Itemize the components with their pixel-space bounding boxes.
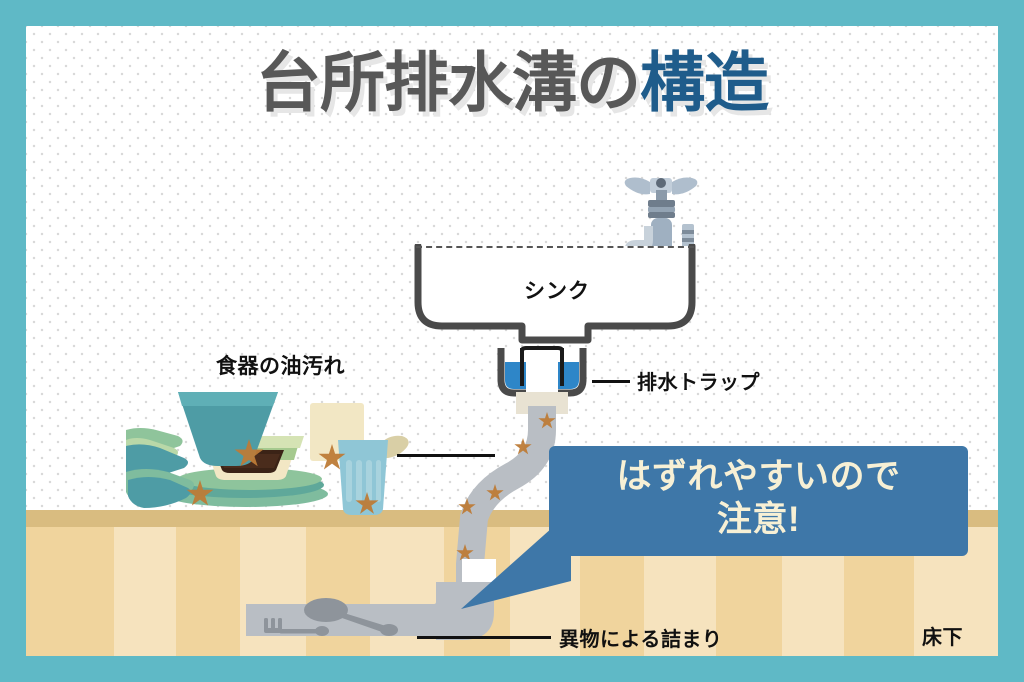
drain-trap xyxy=(496,346,588,398)
page-title: 台所排水溝の構造 xyxy=(26,46,998,119)
floor-plank xyxy=(26,527,114,656)
sink-label: シンク xyxy=(524,280,590,303)
fork-icon xyxy=(264,618,329,636)
floor-plank xyxy=(114,527,176,656)
sink-rim-line xyxy=(416,246,694,248)
page-title-accent: 構造 xyxy=(640,46,769,119)
warning-callout: はずれやすいので 注意! xyxy=(549,446,968,556)
underfloor-drain xyxy=(246,582,506,644)
dishes-label: 食器の油汚れ xyxy=(216,355,345,378)
debris-label: 異物による詰まり xyxy=(559,629,723,651)
dishes-leader-line xyxy=(397,454,495,457)
debris-leader-line xyxy=(417,636,551,639)
floor-plank xyxy=(176,527,240,656)
callout-line-1: はずれやすいので xyxy=(616,457,901,496)
spoon-icon xyxy=(304,598,398,636)
callout-tail xyxy=(461,511,571,609)
page-title-main: 台所排水溝の xyxy=(255,46,641,119)
sink-basin xyxy=(412,244,698,348)
callout-text: はずれやすいので 注意! xyxy=(549,456,968,541)
diagram-panel: 台所排水溝の構造 xyxy=(26,26,998,656)
trap-leader-line xyxy=(592,380,630,383)
dish-pile xyxy=(126,384,411,519)
underfloor-label: 床下 xyxy=(922,627,963,649)
trap-label: 排水トラップ xyxy=(637,372,760,394)
callout-line-2: 注意! xyxy=(716,499,801,539)
